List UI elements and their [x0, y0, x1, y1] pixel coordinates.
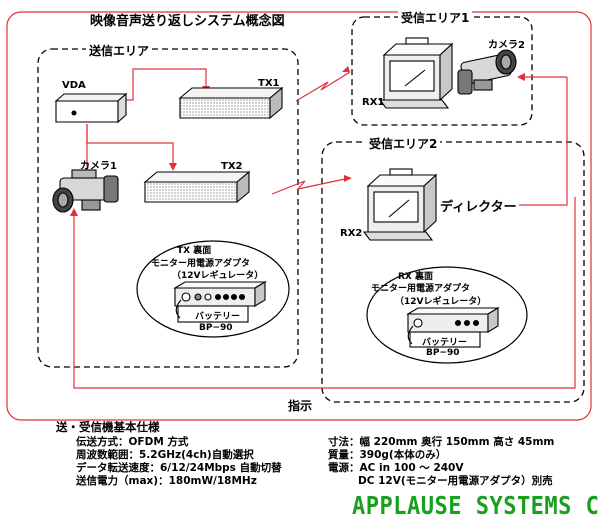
tx-battery-label: バッテリー	[195, 312, 241, 322]
rx-back-adapter: モニター用電源アダプタ	[371, 284, 471, 294]
director-label: ディレクター	[438, 196, 519, 215]
camera2-label: カメラ2	[488, 40, 525, 51]
brand-logo: APPLAUSE SYSTEMS Co.	[352, 492, 600, 521]
tx-back-adapter: モニター用電源アダプタ	[151, 259, 251, 269]
camera2-icon	[457, 49, 517, 95]
tx-zone-label: 送信エリア	[86, 42, 153, 59]
spec-dc-power: DC 12V(モニター用電源アダプタ）別売	[358, 475, 553, 487]
spec-power-supply: 電源：AC in 100 〜 240V	[328, 462, 464, 474]
wireless-link-tx2	[271, 178, 346, 195]
spec-power: 送信電力（max)：180mW/18MHz	[76, 475, 257, 487]
camera1-arrowhead	[70, 208, 78, 216]
vda-to-tx1-line	[118, 68, 207, 101]
rx1-monitor	[378, 37, 454, 109]
rx2-label: RX2	[340, 228, 363, 239]
camera1-label: カメラ1	[80, 161, 117, 172]
spec-transmission: 伝送方式：OFDM 方式	[76, 436, 189, 448]
rx-back-regulator: （12Vレギュレータ）	[395, 297, 487, 307]
director-to-camera2-line	[512, 77, 568, 206]
tx2-arrowhead	[169, 163, 177, 171]
vda-unit	[54, 92, 128, 124]
wireless-arrow-1	[342, 66, 350, 72]
tx-back-heading: TX 裏面	[177, 246, 212, 256]
instruction-line	[73, 197, 576, 389]
rx1-zone-label: 受信エリア1	[398, 9, 473, 26]
diagram-title: 映像音声送り返しシステム概念図	[90, 14, 285, 29]
tx-zone-border	[37, 48, 299, 368]
rx2-zone-label: 受信エリア2	[366, 135, 441, 152]
rx1-zone-border	[351, 16, 533, 126]
tx2-label: TX2	[221, 161, 243, 172]
rx-battery-model: BP−90	[426, 348, 460, 358]
camera2-arrowhead	[517, 73, 525, 81]
rx-back-heading: RX 裏面	[398, 272, 434, 282]
rx-battery-label: バッテリー	[422, 338, 468, 348]
specs-heading: 送・受信機基本仕様	[56, 420, 160, 434]
tx-back-panel	[173, 281, 267, 323]
rx1-label: RX1	[362, 97, 385, 108]
wireless-arrow-2	[344, 175, 352, 182]
instruction-label: 指示	[288, 399, 313, 413]
camera1-icon	[52, 169, 119, 213]
rx2-monitor	[362, 168, 438, 241]
rx-back-panel	[406, 307, 500, 348]
vda-label: VDA	[62, 80, 86, 91]
tx-back-regulator: （12Vレギュレータ）	[172, 271, 264, 281]
tx-back-ellipse	[136, 240, 290, 338]
wireless-link-tx1	[295, 71, 351, 102]
spec-data-rate: データ転送速度：6/12/24Mbps 自動切替	[76, 462, 282, 474]
tx2-unit	[143, 170, 251, 204]
tx1-label: TX1	[258, 78, 280, 89]
spec-weight: 質量：390g(本体のみ）	[328, 449, 447, 461]
spec-dimensions: 寸法：幅 220mm 奥行 150mm 高さ 45mm	[328, 436, 555, 448]
tx1-unit	[178, 86, 284, 120]
spec-frequency: 周波数範囲：5.2GHz(4ch)自動選択	[76, 449, 254, 461]
rx-back-ellipse	[366, 266, 528, 364]
rx2-zone-border	[321, 141, 585, 403]
outer-boundary	[6, 11, 592, 421]
tx-battery-model: BP−90	[199, 323, 233, 333]
